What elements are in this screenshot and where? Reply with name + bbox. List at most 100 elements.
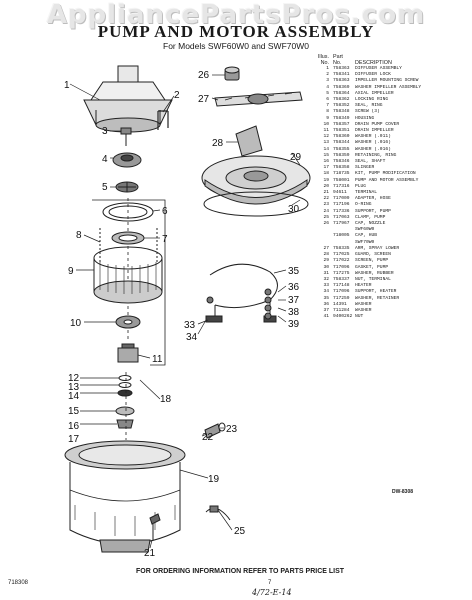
row-part-no: 758335 [333, 245, 350, 251]
callout-2: 2 [174, 90, 180, 101]
housing-drawing [93, 246, 163, 304]
row-part-no: 717096 [333, 264, 350, 270]
row-illus-no: 15 [323, 152, 329, 158]
row-part-no: 94611 [333, 190, 347, 196]
callout-9: 9 [68, 266, 74, 277]
page-title: PUMP AND MOTOR ASSEMBLY [97, 22, 375, 41]
row-illus-no: 30 [323, 264, 329, 270]
row-description: NUT [355, 314, 364, 320]
row-illus-no: 27 [323, 245, 329, 251]
row-part-no: 758359 [333, 152, 350, 158]
row-illus-no: 3 [326, 78, 329, 84]
spray-arm-drawing [214, 91, 303, 107]
row-description: SEAL, RING [355, 103, 383, 109]
parts-list-header: Illus. No. Part No. DESCRIPTION [314, 54, 470, 66]
row-illus-no: 7 [326, 103, 329, 109]
row-description: SWF70W0 [355, 239, 375, 245]
row-illus-no: 1 [326, 66, 329, 71]
callout-22: 22 [202, 432, 214, 443]
row-part-no: 14391 [333, 301, 347, 307]
row-description: LOCKING RING [355, 97, 389, 103]
header-illus-no: Illus. No. [317, 54, 329, 66]
row-description: PLUG [355, 183, 367, 189]
callout-35: 35 [288, 266, 300, 277]
row-illus-no: 16 [323, 159, 329, 165]
callout-14: 14 [68, 391, 80, 402]
callout-labels: 1 2 3 4 5 6 7 8 9 10 11 12 13 14 15 16 1… [64, 70, 302, 559]
row-description: SUPPORT, PUMP [355, 208, 391, 214]
row-description: CLAMP, PUMP [355, 214, 386, 220]
pump-screen-drawing [201, 155, 311, 205]
row-description: SEAL, SHAFT [355, 159, 386, 165]
row-part-no: 717025 [333, 252, 350, 258]
row-illus-no: 2 [326, 72, 329, 78]
callout-15: 15 [68, 406, 80, 417]
callout-13: 13 [68, 382, 80, 393]
row-part-no: 758369 [333, 84, 350, 90]
row-part-no: 758364 [333, 90, 350, 96]
row-description: DRAIN IMPELLER [355, 128, 394, 134]
header-description: DESCRIPTION [355, 60, 392, 66]
row-illus-no: 21 [323, 190, 329, 196]
row-part-no: 758358 [333, 165, 350, 171]
row-description: WASHER (.016) [355, 146, 391, 152]
callout-3: 3 [102, 126, 108, 137]
callout-38: 38 [288, 307, 300, 318]
callout-8: 8 [76, 230, 82, 241]
row-part-no: 717096 [333, 289, 350, 295]
row-illus-no: 35 [323, 295, 329, 301]
row-illus-no: 25 [323, 214, 329, 220]
seal-ring-drawing [111, 231, 145, 245]
row-part-no: 758362 [333, 97, 350, 103]
row-part-no: 758001 [333, 177, 350, 183]
row-description: TERMINAL [355, 190, 378, 196]
row-part-no: 718735 [333, 171, 350, 177]
heater-drawing [205, 263, 278, 323]
row-description: WASHER (.011) [355, 134, 391, 140]
row-illus-no: 10 [323, 121, 329, 127]
pump-gasket-drawing [203, 191, 309, 217]
row-part-no: 758341 [333, 72, 350, 78]
callout-19: 19 [208, 474, 220, 485]
row-illus-no: 23 [323, 202, 329, 208]
screws-drawing [99, 228, 158, 262]
row-illus-no: 19 [323, 177, 329, 183]
row-illus-no: 37 [323, 307, 329, 313]
parts-list-row: 21 94611 TERMINAL [314, 190, 470, 196]
page-subtitle: For Models SWF60W0 and SWF70W0 [163, 41, 309, 51]
callout-36: 36 [288, 282, 300, 293]
row-part-no: 758355 [333, 146, 350, 152]
row-illus-no: 13 [323, 140, 329, 146]
row-description: O-RING [355, 202, 372, 208]
row-illus-no: 22 [323, 196, 329, 202]
row-description: CAP, HUB [355, 233, 378, 239]
row-part-no: 758337 [333, 276, 350, 282]
callout-7: 7 [162, 234, 168, 245]
callout-10: 10 [70, 318, 82, 329]
row-illus-no: 4 [326, 84, 329, 90]
row-illus-no: 34 [323, 289, 329, 295]
row-illus-no: 41 [323, 314, 329, 320]
row-description: AXIAL IMPELLER [355, 90, 394, 96]
